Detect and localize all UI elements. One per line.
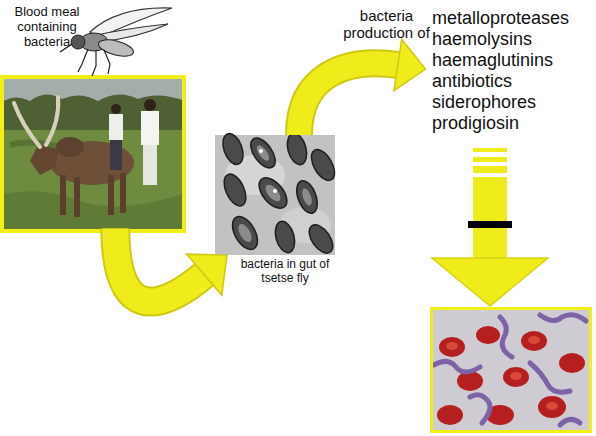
bright-spot bbox=[259, 149, 263, 153]
inhibition-arrow bbox=[432, 148, 548, 306]
red-blood-cell bbox=[538, 396, 566, 418]
node-text: Blood meal containing bacteria bbox=[6, 4, 88, 49]
curved-arrow bbox=[115, 229, 227, 302]
photo-sky bbox=[0, 75, 186, 233]
trypanosomes bbox=[434, 315, 586, 425]
trypanosome bbox=[540, 315, 586, 321]
arrow-head bbox=[432, 258, 548, 306]
arrow-head bbox=[394, 39, 426, 90]
bacterium bbox=[227, 212, 262, 253]
photo-border bbox=[2, 77, 184, 231]
cow-leg bbox=[60, 175, 66, 215]
person-head bbox=[144, 99, 156, 111]
person-shirt bbox=[109, 114, 123, 140]
cow-horn bbox=[46, 97, 58, 145]
arrow-stripe bbox=[473, 157, 507, 162]
cow-leg bbox=[108, 175, 114, 215]
red-blood-cell bbox=[476, 326, 500, 344]
cattle-photo bbox=[0, 75, 186, 233]
red-blood-cell bbox=[503, 367, 529, 387]
cow-horn bbox=[14, 103, 40, 147]
cow-leg bbox=[120, 173, 126, 213]
trypanosome bbox=[560, 419, 580, 425]
bacterium bbox=[254, 173, 292, 213]
arrow-shaft bbox=[115, 229, 205, 302]
red-blood-cells bbox=[437, 326, 585, 425]
bacterium bbox=[307, 146, 340, 184]
person-head bbox=[111, 104, 121, 114]
trypanosome bbox=[530, 363, 570, 392]
cell-highlight bbox=[546, 402, 558, 410]
bacterium-core bbox=[300, 187, 314, 207]
node-text: metalloproteases haemolysins haemaglutin… bbox=[432, 8, 592, 134]
fly-head bbox=[71, 35, 85, 49]
inhibition-symbol bbox=[468, 221, 512, 228]
cow-hump bbox=[56, 137, 84, 157]
arrow-outline bbox=[299, 63, 400, 135]
red-blood-cell bbox=[521, 331, 547, 351]
bacterium bbox=[220, 171, 251, 209]
curved-arrow bbox=[299, 39, 426, 135]
cow-head bbox=[30, 145, 58, 175]
micrograph-panel: bacteria in gut of tsetse fly bbox=[215, 135, 335, 290]
bacterium-core bbox=[255, 143, 272, 162]
bacterium-core bbox=[236, 222, 255, 244]
photo-grass bbox=[0, 130, 186, 233]
person-shirt bbox=[141, 111, 159, 145]
arrow-shaft bbox=[299, 63, 400, 135]
bacterium bbox=[304, 221, 337, 258]
arrow-heads bbox=[394, 39, 426, 90]
cell-highlight bbox=[510, 372, 522, 380]
red-blood-cell bbox=[437, 405, 463, 425]
fly-abdomen bbox=[97, 37, 135, 60]
bright-spot bbox=[273, 189, 277, 193]
trypanosome bbox=[470, 395, 490, 423]
photo-panel: Blood meal containing bacteria bbox=[0, 0, 186, 232]
red-blood-cell bbox=[559, 353, 585, 373]
photo-border bbox=[432, 309, 591, 432]
arrow-stripe bbox=[473, 166, 507, 173]
bacterium bbox=[284, 131, 310, 167]
node-text: bacteria in gut of tsetse fly bbox=[229, 257, 341, 285]
bacterium-cores bbox=[236, 143, 314, 244]
bacterium bbox=[293, 178, 322, 216]
trypanosome bbox=[434, 361, 480, 372]
arrow-heads bbox=[187, 254, 227, 295]
person-trousers bbox=[110, 140, 122, 170]
red-blood-cell bbox=[439, 337, 465, 357]
bacteria-micrograph bbox=[215, 131, 339, 257]
product-list: metalloproteases haemolysins haemaglutin… bbox=[432, 8, 594, 138]
edge-label: bacteria production of bbox=[334, 7, 440, 41]
bacterium-core bbox=[263, 182, 284, 204]
cow-leg bbox=[74, 177, 80, 217]
bacterium bbox=[246, 134, 280, 172]
cell-highlight bbox=[528, 336, 540, 344]
cell-highlight bbox=[446, 342, 458, 350]
arrow-shaft bbox=[473, 177, 507, 259]
photo-grass-patch bbox=[0, 191, 186, 233]
arrow-head bbox=[187, 254, 227, 295]
blood-background bbox=[430, 307, 592, 433]
bacterium bbox=[272, 219, 298, 255]
fly-legs bbox=[78, 49, 110, 76]
bacterium-rods bbox=[219, 131, 339, 257]
arrow-stripe bbox=[473, 148, 507, 152]
trypanosome bbox=[500, 317, 512, 357]
trypanosome-blood-image bbox=[430, 307, 592, 433]
bacterium bbox=[219, 131, 247, 167]
arrow-outline bbox=[115, 229, 205, 302]
person-trousers bbox=[143, 145, 157, 185]
